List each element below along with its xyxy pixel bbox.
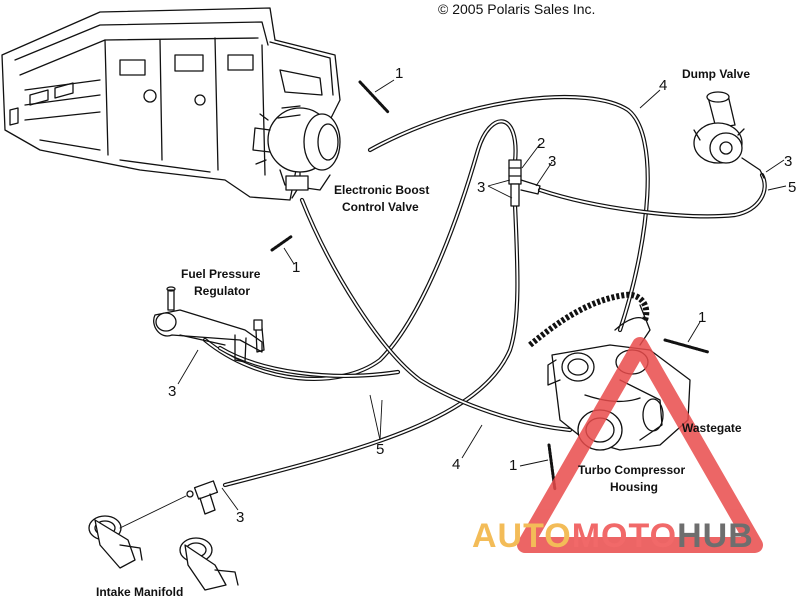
callout-5-bottom: 5 <box>376 441 384 458</box>
label-turbo-line2: Housing <box>610 480 658 494</box>
callout-1-fpr: 1 <box>292 259 300 276</box>
label-fpr-line1: Fuel Pressure <box>181 267 261 281</box>
watermark-text: AUTOMOTOHUB <box>472 517 754 555</box>
label-turbo-line1: Turbo Compressor <box>578 463 685 477</box>
label-dump-valve: Dump Valve <box>682 67 750 81</box>
callout-4-bottom: 4 <box>452 456 460 473</box>
t-fitting <box>508 159 541 207</box>
callout-3-dump: 3 <box>784 153 792 170</box>
label-intake-manifold: Intake Manifold <box>96 585 183 598</box>
intake-manifold <box>88 515 239 591</box>
leader-lines <box>177 79 787 511</box>
automotohub-watermark: AUTOMOTOHUB <box>472 337 763 555</box>
callout-3-tee-right: 3 <box>548 153 556 170</box>
watermark-triangle <box>517 337 763 553</box>
callout-3-fpr: 3 <box>168 383 176 400</box>
callout-1-top: 1 <box>395 65 403 82</box>
label-ebcv-line1: Electronic Boost <box>334 183 429 197</box>
callout-4-top: 4 <box>659 77 667 94</box>
callout-1-turbo: 1 <box>698 309 706 326</box>
fuel-pressure-regulator <box>153 286 265 363</box>
label-fpr-line2: Regulator <box>194 284 250 298</box>
engine-block <box>1 7 341 201</box>
hose-set <box>202 94 767 488</box>
callout-1-bottom: 1 <box>509 457 517 474</box>
callout-3-intake: 3 <box>236 509 244 526</box>
dump-valve <box>693 91 765 179</box>
label-ebcv-line2: Control Valve <box>342 200 419 214</box>
boost-control-valve <box>252 105 341 191</box>
callout-3-tee-left: 3 <box>477 179 485 196</box>
callout-5-dump: 5 <box>788 179 796 196</box>
intake-fitting <box>119 480 219 529</box>
callout-2: 2 <box>537 135 545 152</box>
label-wastegate: Wastegate <box>682 421 742 435</box>
copyright-text: © 2005 Polaris Sales Inc. <box>438 1 595 17</box>
